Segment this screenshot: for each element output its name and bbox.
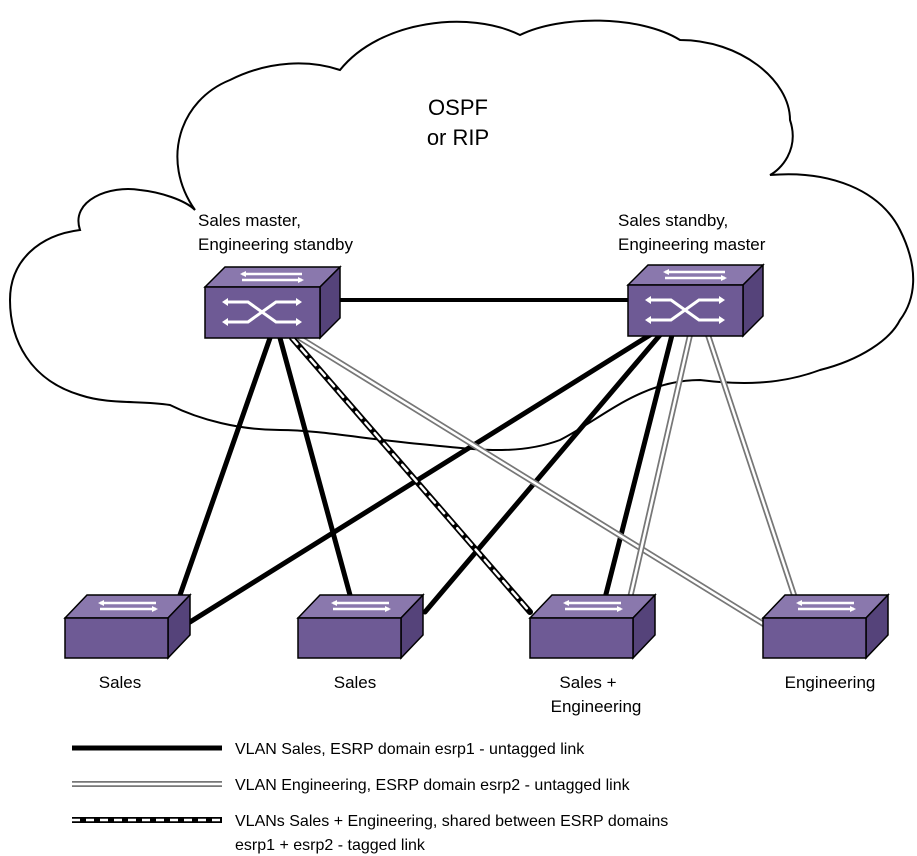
switch-crossover-icon: [222, 298, 302, 326]
edge-switch-4: [761, 593, 890, 660]
link-right-edge4-eng-inner: [706, 333, 797, 600]
core-right-label-line1: Sales standby,: [618, 211, 728, 230]
switch-arrows-icon: [240, 271, 304, 283]
link-left-edge4-eng-inner: [298, 336, 767, 627]
switch-arrows-icon: [563, 600, 623, 612]
edge-switch-4-label: Engineering: [785, 673, 876, 692]
core-right-label-line2: Engineering master: [618, 235, 766, 254]
link-right-edge3-eng-inner: [628, 333, 692, 600]
switch-arrows-icon: [796, 600, 856, 612]
cloud-label-line1: OSPF: [428, 95, 488, 120]
link-left-edge2: [277, 335, 353, 598]
core-switch-right: [626, 263, 765, 338]
edge-switch-2-label: Sales: [334, 673, 377, 692]
switch-arrows-icon: [663, 269, 727, 281]
link-left-edge3-tagged-dash: [290, 336, 532, 614]
link-right-edge2: [422, 332, 663, 615]
core-left-label-line1: Sales master,: [198, 211, 301, 230]
links: [177, 298, 798, 628]
switch-arrows-icon: [331, 600, 391, 612]
edge-switch-2: [296, 593, 425, 660]
edge-switch-3-label-line1: Sales +: [559, 673, 616, 692]
cloud-label-line2: or RIP: [427, 125, 489, 150]
cloud-shape: [8, 19, 915, 451]
edge-switch-1: [63, 593, 192, 660]
link-right-edge1: [187, 332, 653, 625]
link-left-edge1: [177, 335, 273, 598]
switch-arrows-icon: [98, 600, 158, 612]
link-right-edge3: [602, 332, 675, 601]
legend-item-2-text: VLAN Engineering, ESRP domain esrp2 - un…: [235, 777, 631, 794]
edge-switch-1-label: Sales: [99, 673, 142, 692]
legend-item-3-text2: esrp1 + esrp2 - tagged link: [235, 837, 426, 854]
core-switch-left: [203, 265, 342, 340]
edge-switch-3-label-line2: Engineering: [551, 697, 642, 716]
legend: VLAN Sales, ESRP domain esrp1 - untagged…: [72, 741, 668, 854]
edge-switch-3: [528, 593, 657, 660]
legend-item-1-text: VLAN Sales, ESRP domain esrp1 - untagged…: [235, 741, 585, 758]
switch-crossover-icon: [645, 296, 725, 324]
core-left-label-line2: Engineering standby: [198, 235, 354, 254]
legend-item-3-text: VLANs Sales + Engineering, shared betwee…: [235, 813, 668, 830]
